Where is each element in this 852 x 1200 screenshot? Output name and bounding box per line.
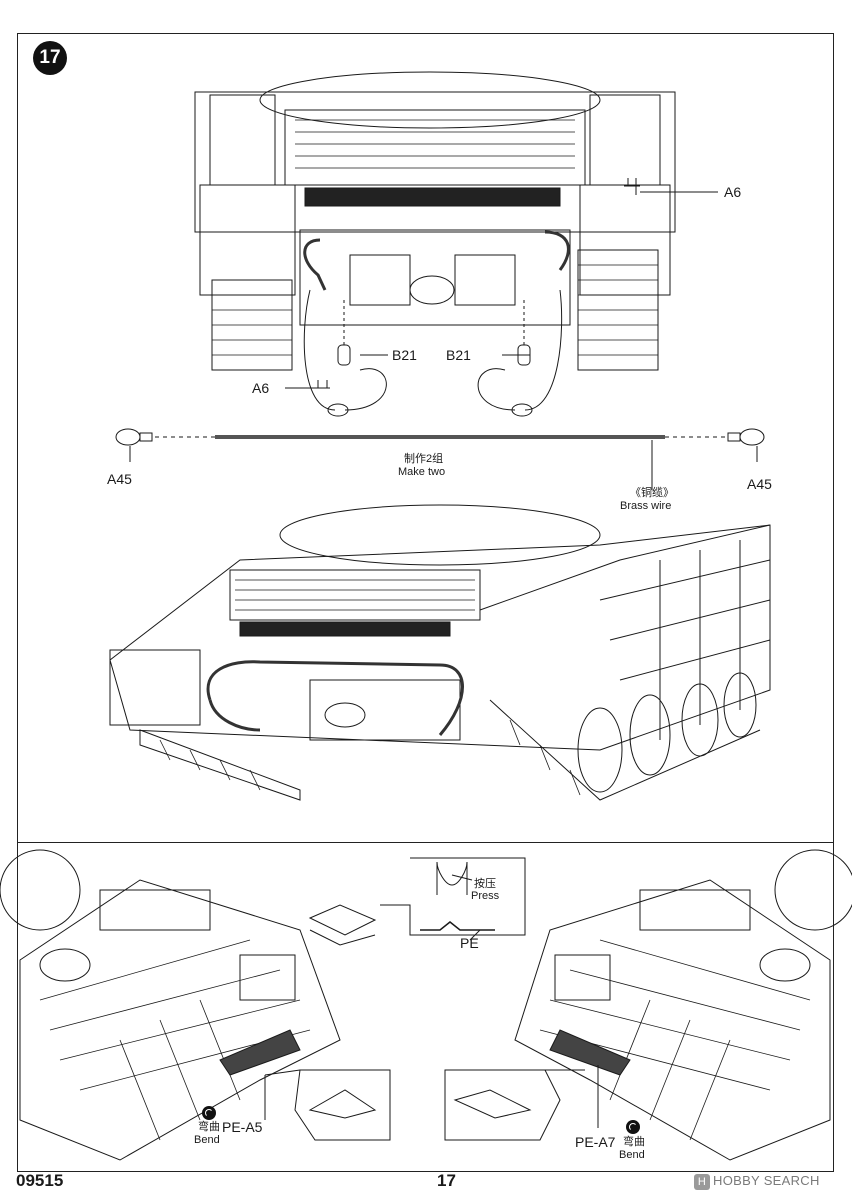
brass-wire-en: Brass wire: [620, 500, 672, 512]
part-label-a45-right: A45: [747, 476, 772, 492]
brass-wire-cn: 《铜缆》: [630, 487, 674, 499]
bend-en-right: Bend: [619, 1149, 645, 1161]
part-label-pe-a5: PE-A5: [222, 1119, 263, 1135]
bend-cn-left: 弯曲: [198, 1121, 220, 1133]
rear-view-hull: [194, 71, 718, 417]
watermark-text: HOBBY SEARCH: [713, 1173, 820, 1188]
bend-en-left: Bend: [194, 1134, 220, 1146]
make-two-cn: 制作2组: [404, 453, 444, 465]
bottom-left-view: [0, 849, 391, 1161]
page-number: 17: [437, 1171, 456, 1190]
part-label-a6-left: A6: [252, 380, 270, 396]
press-cn: 按压: [474, 878, 496, 890]
press-en: Press: [471, 890, 500, 902]
part-label-b21-left: B21: [392, 347, 417, 363]
watermark-logo: H: [694, 1174, 710, 1190]
bend-icon-left: [202, 1106, 216, 1120]
bend-icon-right: [626, 1120, 640, 1134]
make-two-en: Make two: [398, 466, 446, 478]
bottom-panel-frame: [17, 842, 834, 1172]
part-label-b21-right: B21: [446, 347, 471, 363]
kit-code: 09515: [16, 1171, 64, 1190]
press-pe-inset: [308, 857, 526, 946]
step-number-badge: 17: [33, 41, 67, 75]
part-label-a45-left: A45: [107, 471, 132, 487]
pe-label: PE: [460, 935, 479, 951]
isometric-hull: [109, 504, 771, 801]
brass-wire-diagram: [115, 428, 765, 490]
part-label-pe-a7: PE-A7: [575, 1134, 616, 1150]
part-label-a6-top: A6: [724, 184, 742, 200]
bend-cn-right: 弯曲: [623, 1136, 645, 1148]
bottom-right-view: [444, 849, 852, 1161]
